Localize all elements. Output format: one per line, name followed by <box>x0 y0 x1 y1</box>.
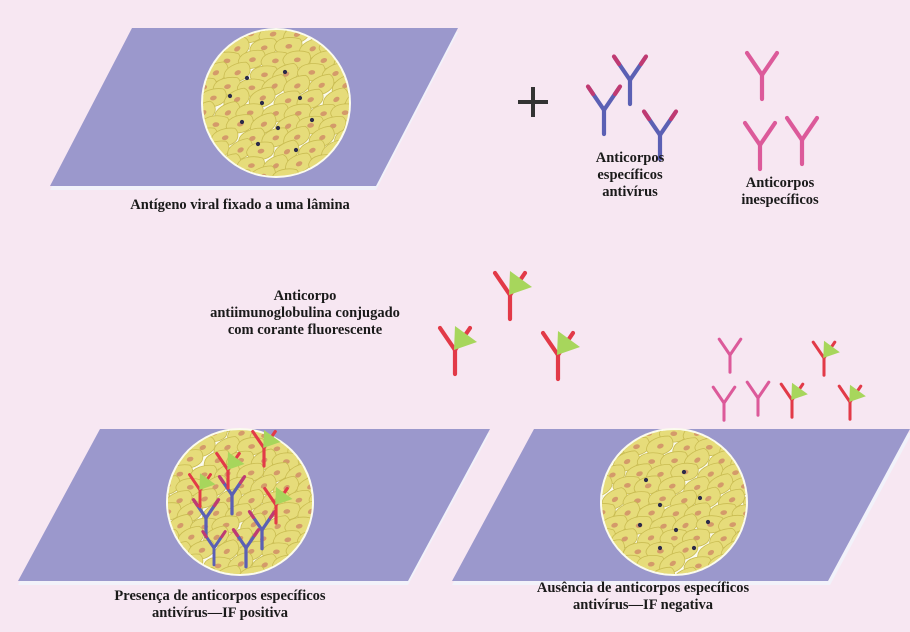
fluorescent-conjugate-icon <box>781 383 808 418</box>
fluorescent-conjugate-icon <box>440 326 477 374</box>
positive-result-label: Presença de anticorpos específicos antiv… <box>75 588 365 622</box>
nonspecific-label-line: inespecíficos <box>720 192 840 209</box>
specific-label-line: antivírus <box>570 184 690 201</box>
nonspecific-label-line: Anticorpos <box>720 175 840 192</box>
specific-antibody-icon <box>588 87 620 135</box>
specific-antibody-group <box>588 57 676 160</box>
antigen-label-text: Antígeno viral fixado a uma lâmina <box>110 197 370 214</box>
nonspecific-antibody-icon <box>747 53 777 99</box>
cell <box>223 11 253 31</box>
mixed-antibody-group <box>713 339 866 420</box>
specific-antibody-icon <box>614 57 646 105</box>
nonspecific-antibody-icon <box>713 387 735 420</box>
fluorescent-conjugate-icon <box>495 271 532 319</box>
conjugate-label-line: Anticorpo <box>190 288 420 305</box>
negative-result-label: Ausência de anticorpos específicos antiv… <box>498 580 788 614</box>
fluorescent-conjugate-icon <box>543 331 580 379</box>
negative-label-line: antivírus—IF negativa <box>498 597 788 614</box>
negative-label-line: Ausência de anticorpos específicos <box>498 580 788 597</box>
antigen-slide <box>50 7 458 191</box>
positive-label-line: antivírus—IF positiva <box>75 605 365 622</box>
nonspecific-antibody-icon <box>719 339 741 372</box>
positive-slide <box>18 406 490 593</box>
conjugate-label-line: com corante fluorescente <box>190 322 420 339</box>
plus-icon <box>518 87 548 117</box>
nonspecific-antibody-group <box>745 53 817 169</box>
conjugate-antibody-label: Anticorpo antiimunoglobulina conjugado c… <box>190 288 420 339</box>
conjugate-label-line: antiimunoglobulina conjugado <box>190 305 420 322</box>
nonspecific-antibody-icon <box>745 123 775 169</box>
negative-slide <box>452 406 910 593</box>
conjugate-antibody-group <box>440 271 580 379</box>
nonspecific-antibody-icon <box>747 382 769 415</box>
fluorescent-conjugate-icon <box>839 385 866 420</box>
specific-label-line: Anticorpos <box>570 150 690 167</box>
positive-label-line: Presença de anticorpos específicos <box>75 588 365 605</box>
cell <box>306 410 337 432</box>
fluorescent-conjugate-icon <box>813 341 840 376</box>
nonspecific-antibody-label: Anticorpos inespecíficos <box>720 175 840 209</box>
antigen-label: Antígeno viral fixado a uma lâmina <box>110 197 370 214</box>
specific-label-line: específicos <box>570 167 690 184</box>
cell <box>237 411 267 431</box>
nonspecific-antibody-icon <box>787 118 817 164</box>
specific-antibody-label: Anticorpos específicos antivírus <box>570 150 690 201</box>
